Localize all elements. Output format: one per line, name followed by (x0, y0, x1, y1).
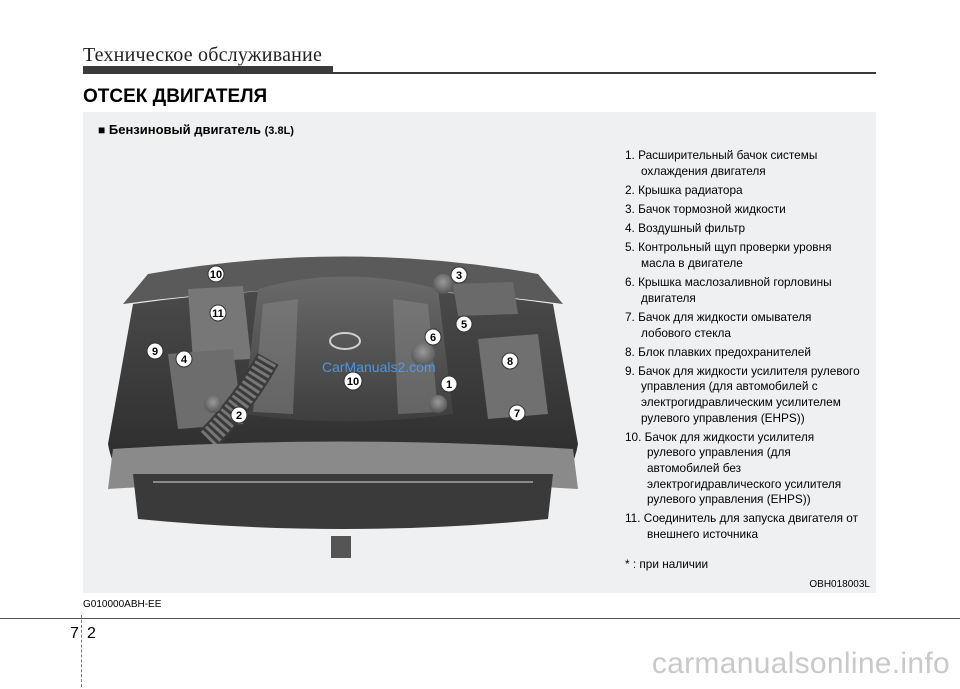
legend-line: охлаждения двигателя (641, 163, 766, 178)
figure-subtitle: ■ Бензиновый двигатель (3.8L) (98, 122, 294, 137)
callout-8: 10 (207, 265, 225, 283)
legend-line: 5. Контрольный щуп проверки уровня (625, 240, 832, 255)
brand-watermark: CarManuals2.com (322, 359, 436, 375)
engine-bay-illustration: 10 3 11 5 6 9 4 8 10 1 2 7 CarManuals2.c… (108, 256, 578, 558)
chapter-number: 7 (70, 625, 79, 642)
legend-line: 7. Бачок для жидкости омывателя (625, 309, 812, 324)
site-watermark: carmanualsonline.info (651, 647, 950, 680)
legend-line: рулевого управления (EHPS)) (647, 492, 811, 507)
legend-line: лобового стекла (641, 325, 731, 340)
page-title: ОТСЕК ДВИГАТЕЛЯ (83, 86, 268, 107)
legend-line: 6. Крышка маслозаливной горловины (625, 275, 832, 290)
legend-item: 11. Соединитель для запуска двигателя от… (625, 511, 873, 542)
subtitle-suffix: (3.8L) (264, 125, 294, 137)
legend-line: 11. Соединитель для запуска двигателя от (625, 511, 858, 526)
legend-line: 3. Бачок тормозной жидкости (625, 201, 786, 216)
callout-5: 5 (455, 315, 473, 333)
legend-line: рулевого управления (для (647, 445, 791, 460)
footer-rule (0, 618, 960, 619)
legend-line: 2. Крышка радиатора (625, 182, 743, 197)
legend-line: двигателя (641, 290, 696, 305)
footer-divider (81, 615, 83, 687)
legend-line: масла в двигателе (641, 255, 743, 270)
legend-note: * : при наличии (625, 556, 709, 571)
figure-panel: ■ Бензиновый двигатель (3.8L) (83, 112, 876, 593)
figure-code: OBH018003L (809, 579, 870, 590)
callout-4-label: 4 (181, 354, 188, 366)
legend-line: электрогидравлического усилителя (647, 476, 842, 491)
callout-4: 4 (175, 350, 193, 368)
legend-line: 4. Воздушный фильтр (625, 221, 746, 236)
callout-2: 2 (230, 406, 248, 424)
callout-5-label: 5 (461, 319, 467, 331)
legend-line: внешнего источника (647, 527, 759, 541)
legend-line: 10. Бачок для жидкости усилителя (625, 429, 815, 444)
callout-1-label: 1 (446, 379, 452, 391)
legend-item: 9. Бачок для жидкости усилителя рулевого… (625, 364, 873, 426)
legend-line: рулевого управления (EHPS)) (641, 410, 805, 425)
subtitle-text: Бензиновый двигатель (108, 122, 261, 137)
callout-11: 11 (209, 304, 227, 322)
header-bar (83, 66, 333, 74)
legend-item: 8. Блок плавких предохранителей (625, 345, 873, 361)
legend-line: 8. Блок плавких предохранителей (625, 344, 811, 359)
callout-9: 9 (146, 342, 164, 360)
legend-line: автомобилей без (647, 461, 742, 476)
bullet-square-icon: ■ (98, 123, 106, 137)
legend-item: 4. Воздушный фильтр (625, 221, 873, 237)
callout-1: 1 (440, 375, 458, 393)
header-rule (333, 72, 876, 74)
legend-line: 9. Бачок для жидкости усилителя рулевого (625, 363, 860, 378)
callout-7-label: 7 (514, 408, 520, 420)
callout-11-label: 11 (212, 308, 224, 320)
legend-item: 2. Крышка радиатора (625, 183, 873, 199)
legend-line: электрогидравлическим усилителем (641, 395, 841, 410)
legend-line: управления (для автомобилей с (641, 379, 818, 394)
callout-3: 3 (450, 266, 468, 284)
page-number: 2 (87, 625, 96, 642)
legend-item: 3. Бачок тормозной жидкости (625, 202, 873, 218)
callout-2-label: 2 (236, 410, 242, 422)
callout-6-label: 6 (430, 332, 436, 344)
callout-3-label: 3 (456, 270, 462, 282)
callout-8b-label: 8 (507, 356, 513, 368)
callout-7: 7 (508, 404, 526, 422)
legend-line: 1. Расширительный бачок системы (625, 148, 818, 162)
callout-8b: 8 (501, 352, 519, 370)
callout-9-label: 9 (152, 346, 158, 358)
callout-10: 10 (343, 371, 363, 391)
callout-8-label: 10 (210, 269, 222, 281)
section-title: Техническое обслуживание (83, 44, 323, 66)
document-code: G010000ABH-EE (83, 599, 162, 610)
callout-10-label: 10 (347, 376, 359, 388)
callout-6: 6 (424, 328, 442, 346)
